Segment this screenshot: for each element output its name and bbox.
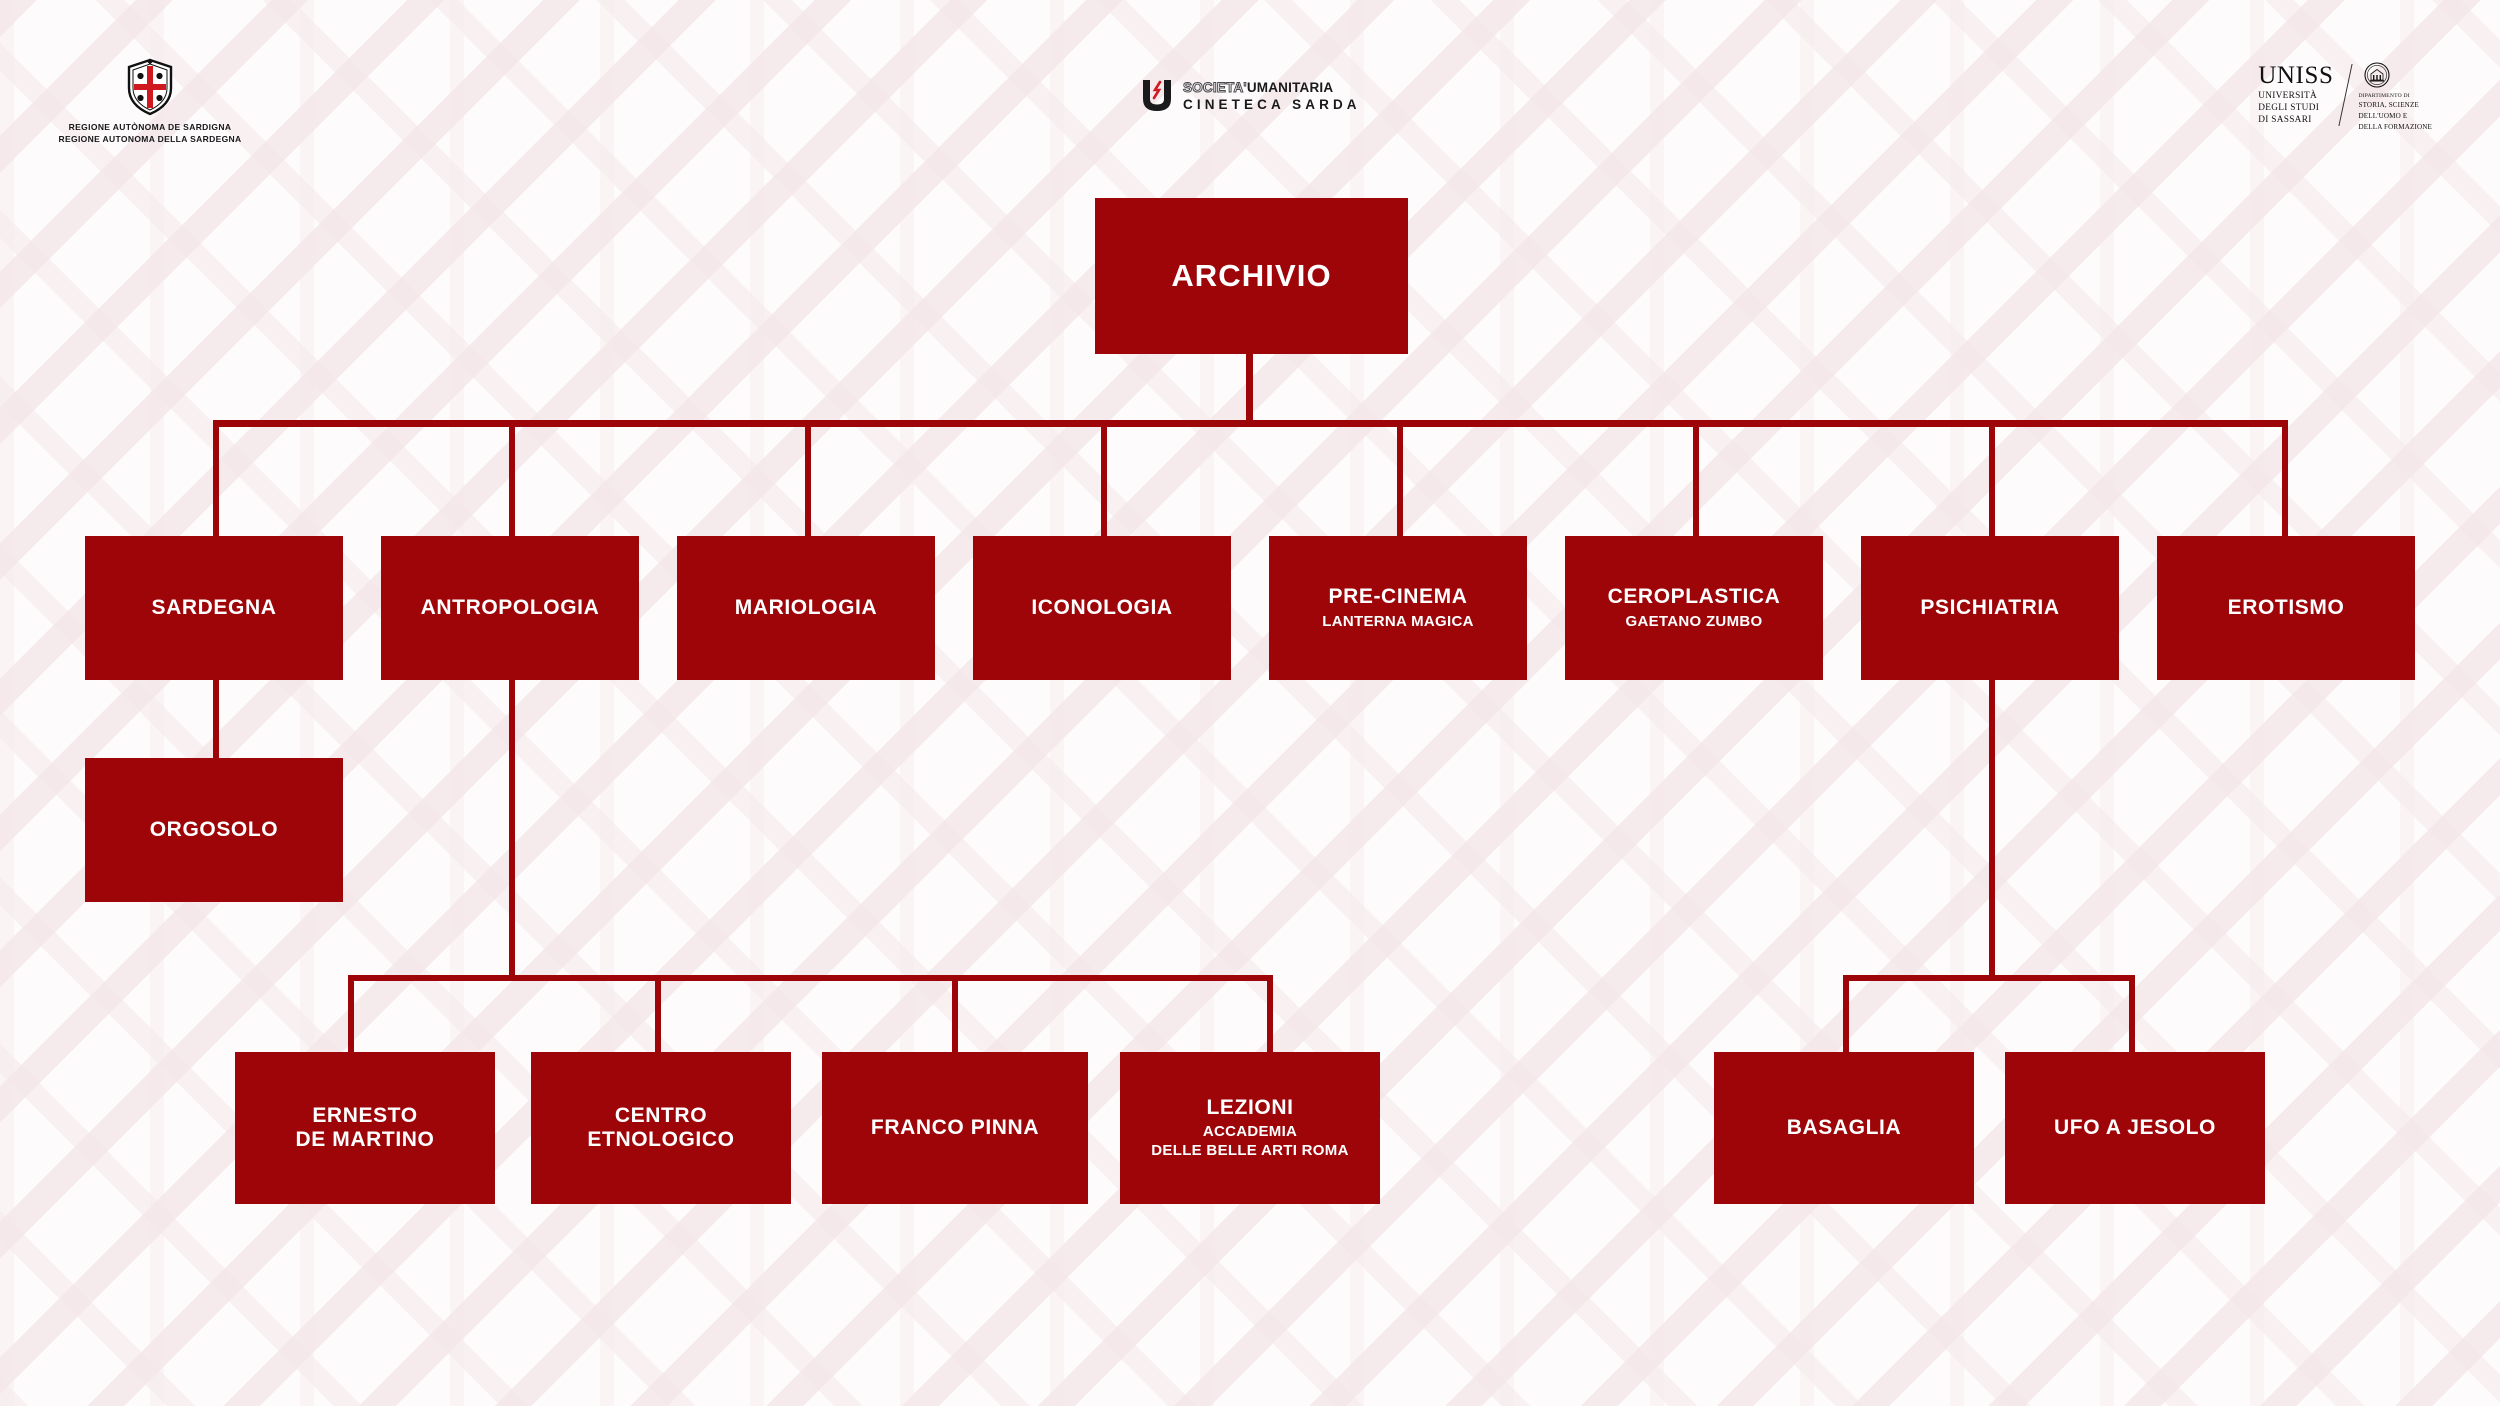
connector-psichiatria-stem <box>1989 680 1995 978</box>
uniss-sub-3: DI SASSARI <box>2258 115 2312 126</box>
connector-drop-psichiatria <box>1989 420 1995 538</box>
connector-root-stem <box>1246 352 1253 426</box>
node-lezioni[interactable]: LEZIONI ACCADEMIA DELLE BELLE ARTI ROMA <box>1120 1052 1380 1204</box>
node-pre-cinema-title: PRE-CINEMA <box>1328 585 1468 609</box>
node-orgosolo[interactable]: ORGOSOLO <box>85 758 343 902</box>
logo-sardegna-line1: REGIONE AUTÒNOMA DE SARDIGNA <box>68 122 232 132</box>
logo-umanitaria-cineteca: CINETECA SARDA <box>1183 97 1361 112</box>
umanitaria-u-mark-icon <box>1143 80 1171 111</box>
node-pre-cinema[interactable]: PRE-CINEMA LANTERNA MAGICA <box>1269 536 1527 680</box>
node-pre-cinema-subtitle: LANTERNA MAGICA <box>1322 612 1474 630</box>
connector-drop-sardegna <box>213 420 219 538</box>
logo-uniss: UNISS UNIVERSITÀ DEGLI STUDI DI SASSARI … <box>2258 62 2432 132</box>
node-psichiatria[interactable]: PSICHIATRIA <box>1861 536 2119 680</box>
logo-societa-umanitaria: SOCIETA'UMANITARIA CINETECA SARDA <box>1140 78 1361 114</box>
node-ernesto-de-martino[interactable]: ERNESTO DE MARTINO <box>235 1052 495 1204</box>
connector-psichiatria-bus <box>1843 975 2135 981</box>
connector-drop-centro-etnologico <box>655 975 661 1052</box>
connector-antropologia-stem <box>509 680 515 978</box>
node-franco-pinna-title: FRANCO PINNA <box>870 1115 1040 1139</box>
sardinia-coat-of-arms-icon <box>127 58 173 116</box>
node-iconologia-title: ICONOLOGIA <box>1031 595 1173 619</box>
node-ufo-a-jesolo-title: UFO A JESOLO <box>2054 1115 2216 1139</box>
connector-antropologia-bus <box>348 975 1273 981</box>
connector-drop-ufo-a-jesolo <box>2129 975 2135 1052</box>
node-sardegna-title: SARDEGNA <box>151 595 277 619</box>
uniss-wordmark: UNISS <box>2258 62 2334 89</box>
connector-drop-mariologia <box>805 420 811 538</box>
node-ernesto-de-martino-title-line2: DE MARTINO <box>295 1128 435 1151</box>
logo-umanitaria-umanitaria: UMANITARIA <box>1246 79 1334 95</box>
node-orgosolo-title: ORGOSOLO <box>149 817 279 841</box>
node-antropologia-title: ANTROPOLOGIA <box>420 595 600 619</box>
node-centro-etnologico-title-line2: ETNOLOGICO <box>587 1128 735 1151</box>
connector-drop-iconologia <box>1101 420 1107 538</box>
node-ceroplastica[interactable]: CEROPLASTICA GAETANO ZUMBO <box>1565 536 1823 680</box>
connector-drop-erotismo <box>2282 420 2288 538</box>
node-basaglia-title: BASAGLIA <box>1786 1115 1902 1139</box>
uniss-sub-1: UNIVERSITÀ <box>2258 91 2317 101</box>
node-mariologia[interactable]: MARIOLOGIA <box>677 536 935 680</box>
connector-drop-lezioni <box>1267 975 1273 1052</box>
uniss-sub-2: DEGLI STUDI <box>2258 103 2320 114</box>
node-centro-etnologico[interactable]: CENTRO ETNOLOGICO <box>531 1052 791 1204</box>
uniss-dept-line2: DELL'UOMO E <box>2358 112 2408 121</box>
node-erotismo-title: EROTISMO <box>2227 595 2345 619</box>
connector-drop-pre-cinema <box>1397 420 1403 538</box>
node-centro-etnologico-title-line1: CENTRO <box>614 1103 708 1127</box>
uniss-seal-icon <box>2364 62 2391 88</box>
connector-drop-basaglia <box>1843 975 1849 1052</box>
node-franco-pinna[interactable]: FRANCO PINNA <box>822 1052 1088 1204</box>
node-mariologia-title: MARIOLOGIA <box>734 595 878 619</box>
node-ceroplastica-subtitle: GAETANO ZUMBO <box>1625 612 1763 630</box>
uniss-divider <box>2338 64 2354 126</box>
uniss-dept-label: DIPARTIMENTO DI <box>2358 93 2410 99</box>
node-sardegna[interactable]: SARDEGNA <box>85 536 343 680</box>
logo-sardegna-line2: REGIONE AUTONOMA DELLA SARDEGNA <box>58 134 242 145</box>
logo-umanitaria-societa: SOCIETA' <box>1183 79 1248 95</box>
connector-drop-antropologia <box>509 420 515 538</box>
node-psichiatria-title: PSICHIATRIA <box>1920 595 2060 619</box>
connector-drop-ceroplastica <box>1693 420 1699 538</box>
uniss-dept-line3: DELLA FORMAZIONE <box>2358 122 2432 131</box>
node-erotismo[interactable]: EROTISMO <box>2157 536 2415 680</box>
node-archivio-title: ARCHIVIO <box>1171 258 1332 294</box>
node-lezioni-subtitle-line1: ACCADEMIA <box>1202 1122 1298 1140</box>
connector-drop-ernesto-de-martino <box>348 975 354 1052</box>
uniss-dept-line1: STORIA, SCIENZE <box>2358 101 2419 110</box>
node-ufo-a-jesolo[interactable]: UFO A JESOLO <box>2005 1052 2265 1204</box>
connector-drop-franco-pinna <box>952 975 958 1052</box>
node-iconologia[interactable]: ICONOLOGIA <box>973 536 1231 680</box>
node-ceroplastica-title: CEROPLASTICA <box>1607 585 1781 609</box>
logo-regione-sardegna: REGIONE AUTÒNOMA DE SARDIGNA REGIONE AUT… <box>58 58 242 146</box>
node-lezioni-title: LEZIONI <box>1206 1095 1294 1119</box>
node-ernesto-de-martino-title-line1: ERNESTO <box>312 1103 418 1127</box>
node-archivio[interactable]: ARCHIVIO <box>1095 198 1408 354</box>
node-basaglia[interactable]: BASAGLIA <box>1714 1052 1974 1204</box>
node-lezioni-subtitle-line2: DELLE BELLE ARTI ROMA <box>1151 1142 1349 1160</box>
connector-main-bus <box>213 420 2288 427</box>
connector-sardegna-orgosolo <box>213 680 219 758</box>
node-antropologia[interactable]: ANTROPOLOGIA <box>381 536 639 680</box>
